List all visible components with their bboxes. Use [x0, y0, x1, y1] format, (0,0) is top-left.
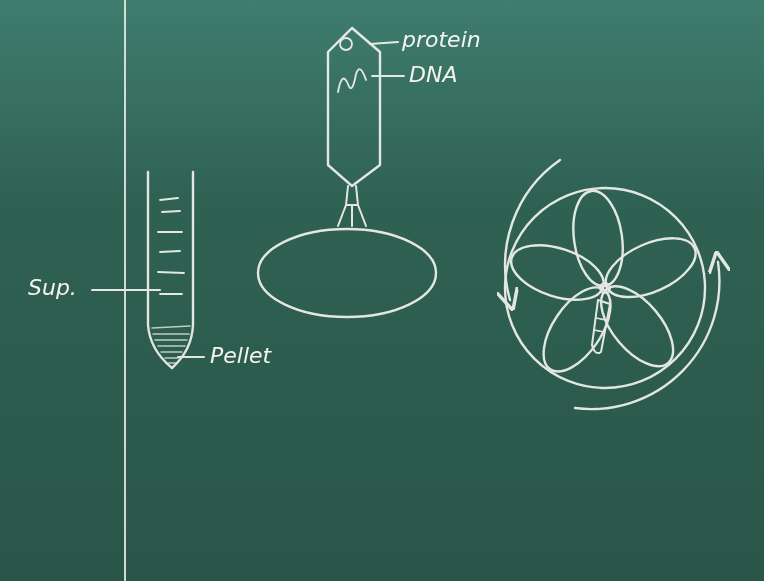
test-tube	[148, 172, 193, 368]
rotor-outline	[505, 188, 705, 388]
rotor-tube	[592, 300, 610, 353]
rotation-arrow	[575, 262, 719, 409]
part-label: protein	[402, 28, 481, 52]
protein-mark	[340, 38, 352, 50]
leader-line	[370, 42, 398, 44]
leader-line	[178, 356, 204, 358]
fraction-label: Sup.	[28, 276, 77, 300]
dna-squiggle	[338, 69, 366, 92]
phage-tail	[338, 186, 366, 226]
fraction-label: Pellet	[210, 344, 271, 368]
bacterium	[258, 229, 436, 317]
part-label: DNA	[409, 63, 457, 87]
leader-line	[92, 289, 160, 291]
phage-head	[328, 28, 380, 186]
rotation-arrow	[505, 160, 560, 300]
leader-line	[372, 75, 404, 77]
supernatant-marks	[158, 198, 184, 294]
rotor-hub	[600, 283, 610, 293]
rotor-buckets	[504, 188, 704, 383]
